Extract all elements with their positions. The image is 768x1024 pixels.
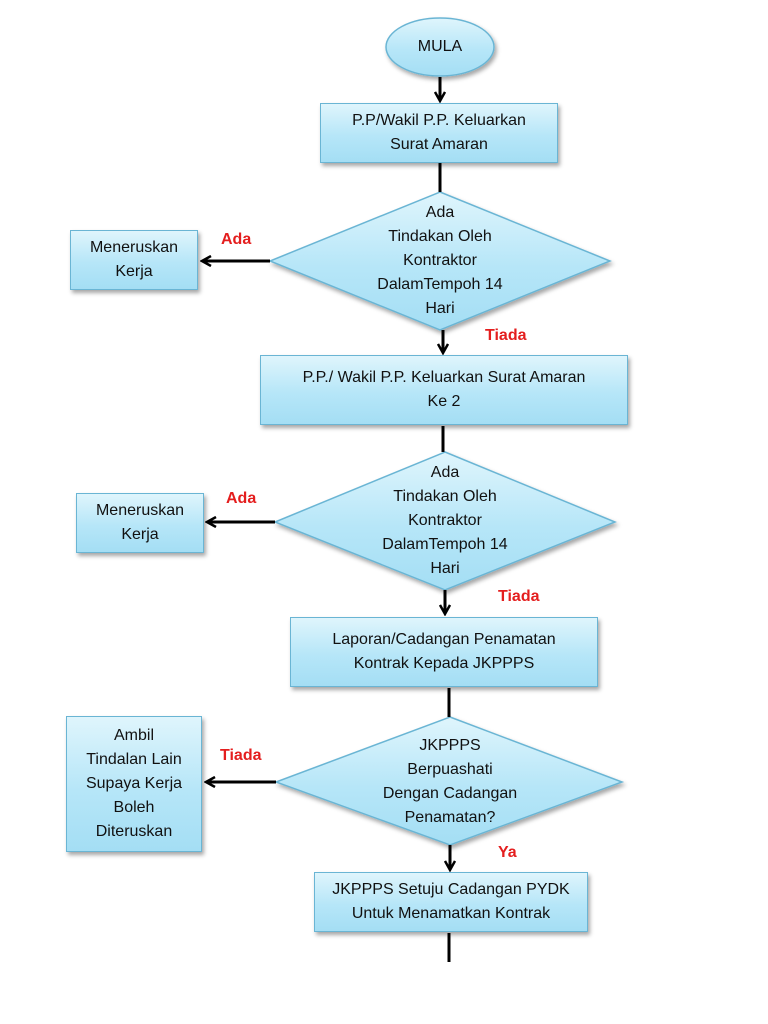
decision-diamond-1 xyxy=(268,191,612,331)
step-warning-1: P.P/Wakil P.P. Keluarkan Surat Amaran xyxy=(320,103,558,163)
outcome-continue-work-2: Meneruskan Kerja xyxy=(76,493,204,553)
outcome-other-action: Ambil Tindalan Lain Supaya Kerja Boleh D… xyxy=(66,716,202,852)
step-warning-2-text: P.P./ Wakil P.P. Keluarkan Surat Amaran … xyxy=(302,369,586,410)
outcome-continue-work-2-text: Meneruskan Kerja xyxy=(95,502,185,543)
step-jkppps-approve: JKPPPS Setuju Cadangan PYDK Untuk Menama… xyxy=(314,872,588,932)
step-jkppps-approve-text: JKPPPS Setuju Cadangan PYDK Untuk Menama… xyxy=(332,881,570,922)
outcome-other-action-text: Ambil Tindalan Lain Supaya Kerja Boleh D… xyxy=(85,727,183,840)
branch-label-tiada-1: Tiada xyxy=(485,327,527,344)
branch-label-ada-1: Ada xyxy=(221,231,252,248)
step-warning-1-text: P.P/Wakil P.P. Keluarkan Surat Amaran xyxy=(352,112,526,153)
decision-2-text: Ada Tindakan Oleh Kontraktor DalamTempoh… xyxy=(382,464,508,577)
branch-label-tiada-2: Tiada xyxy=(498,588,540,605)
start-oval xyxy=(385,17,495,77)
branch-label-ya: Ya xyxy=(498,844,517,861)
step-termination-report: Laporan/Cadangan Penamatan Kontrak Kepad… xyxy=(290,617,598,687)
branch-label-tiada-3: Tiada xyxy=(220,747,262,764)
branch-label-ada-2: Ada xyxy=(226,490,257,507)
step-warning-2: P.P./ Wakil P.P. Keluarkan Surat Amaran … xyxy=(260,355,628,425)
decision-1-text: Ada Tindakan Oleh Kontraktor DalamTempoh… xyxy=(377,204,503,317)
start-terminal: MULA xyxy=(386,18,494,76)
outcome-continue-work-1: Meneruskan Kerja xyxy=(70,230,198,290)
outcome-continue-work-1-text: Meneruskan Kerja xyxy=(89,239,179,280)
decision-3-text: JKPPPS Berpuashati Dengan Cadangan Penam… xyxy=(382,737,518,826)
step-termination-report-text: Laporan/Cadangan Penamatan Kontrak Kepad… xyxy=(332,631,556,672)
start-label: MULA xyxy=(417,38,463,55)
